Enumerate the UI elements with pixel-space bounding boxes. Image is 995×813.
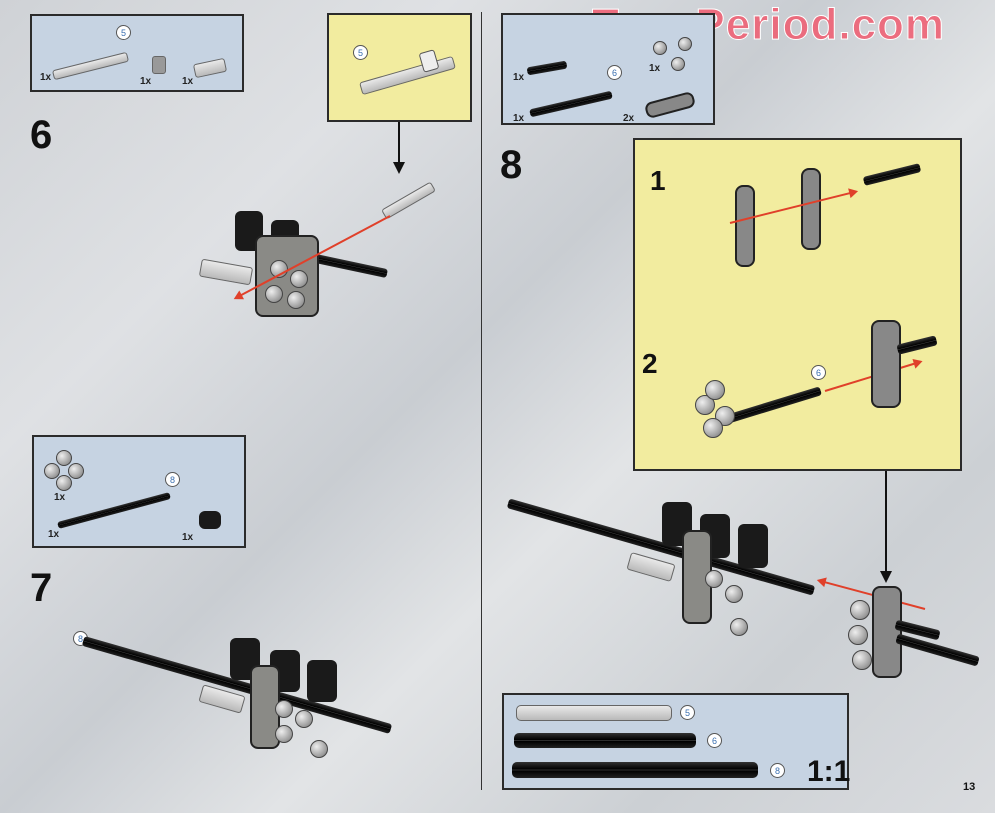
bush-icon (152, 56, 166, 74)
ball-icon (730, 618, 748, 636)
black-connector-icon (307, 660, 337, 702)
black-pin-icon (526, 60, 568, 76)
step-6-callout-box: 5 (327, 13, 472, 122)
ball-icon (290, 270, 308, 288)
substep-number: 2 (642, 348, 658, 379)
page-divider (481, 12, 482, 790)
ball-icon (56, 475, 72, 491)
scale-reference-box: 5 6 8 1:1 (502, 693, 851, 790)
ball-icon (705, 570, 723, 588)
beam-icon (871, 320, 901, 408)
ball-icon (671, 57, 685, 71)
ball-icon (695, 395, 715, 415)
ball-icon (850, 600, 870, 620)
ball-icon (848, 625, 868, 645)
black-connector-icon (199, 511, 221, 529)
scale-ratio: 1:1 (807, 755, 851, 788)
length-badge: 5 (680, 705, 695, 720)
step-6-parts-box: 5 1x 1x 1x (30, 14, 244, 92)
step-6-assembly (195, 205, 395, 345)
connector-icon (626, 552, 676, 582)
beam-icon (801, 168, 821, 250)
black-axle-icon (512, 762, 758, 778)
part-qty: 1x (54, 492, 66, 503)
length-badge: 8 (770, 763, 785, 778)
ball-icon (703, 418, 723, 438)
black-connector-icon (738, 524, 768, 568)
black-pin-icon (896, 335, 938, 355)
part-qty: 1x (40, 72, 52, 83)
part-qty: 1x (182, 532, 194, 543)
black-axle-icon (506, 498, 816, 596)
grey-axle-icon (359, 55, 456, 96)
length-badge: 5 (116, 25, 131, 40)
length-badge: 6 (607, 65, 622, 80)
step-7-parts-box: 1x 8 1x 1x (32, 435, 246, 548)
part-qty: 1x (48, 529, 60, 540)
ball-icon (678, 37, 692, 51)
ball-icon (68, 463, 84, 479)
step-8-parts-box: 1x 1x 6 1x 2x (501, 13, 715, 125)
part-qty: 1x (513, 113, 525, 124)
page-number: 13 (963, 781, 976, 793)
part-qty: 1x (513, 72, 525, 83)
ball-icon (44, 463, 60, 479)
length-badge: 5 (353, 45, 368, 60)
step-8-assembly (500, 498, 990, 680)
ball-icon (275, 700, 293, 718)
step-number: 7 (30, 566, 53, 610)
black-axle-icon (57, 492, 171, 529)
length-badge: 8 (165, 472, 180, 487)
beam-icon (255, 235, 319, 317)
step-7-assembly (75, 630, 405, 770)
beam-icon (872, 586, 902, 678)
part-qty: 1x (140, 76, 152, 87)
grey-axle-icon (516, 705, 672, 721)
ball-icon (275, 725, 293, 743)
down-arrow-icon (393, 122, 405, 174)
step-number: 6 (30, 113, 53, 157)
connector-icon (192, 57, 228, 79)
ball-icon (295, 710, 313, 728)
ball-icon (653, 41, 667, 55)
ball-icon (56, 450, 72, 466)
connector-icon (198, 258, 254, 286)
step-8-callout-box: 1 2 6 (633, 138, 962, 471)
grey-axle-icon (51, 51, 130, 81)
beam-icon (643, 90, 697, 120)
ball-icon (725, 585, 743, 603)
length-badge: 6 (707, 733, 722, 748)
step-number: 8 (500, 143, 523, 187)
part-qty: 1x (649, 63, 661, 74)
part-qty: 2x (623, 113, 635, 124)
black-axle-icon (529, 90, 613, 118)
beam-icon (735, 185, 755, 267)
substep-number: 1 (650, 165, 666, 196)
ball-icon (310, 740, 328, 758)
ball-icon (265, 285, 283, 303)
ball-icon (705, 380, 725, 400)
black-pin-icon (862, 163, 922, 186)
part-qty: 1x (182, 76, 194, 87)
down-arrow-icon (880, 471, 892, 583)
ball-icon (287, 291, 305, 309)
ball-icon (852, 650, 872, 670)
black-axle-icon (514, 733, 696, 748)
length-badge: 6 (811, 365, 826, 380)
